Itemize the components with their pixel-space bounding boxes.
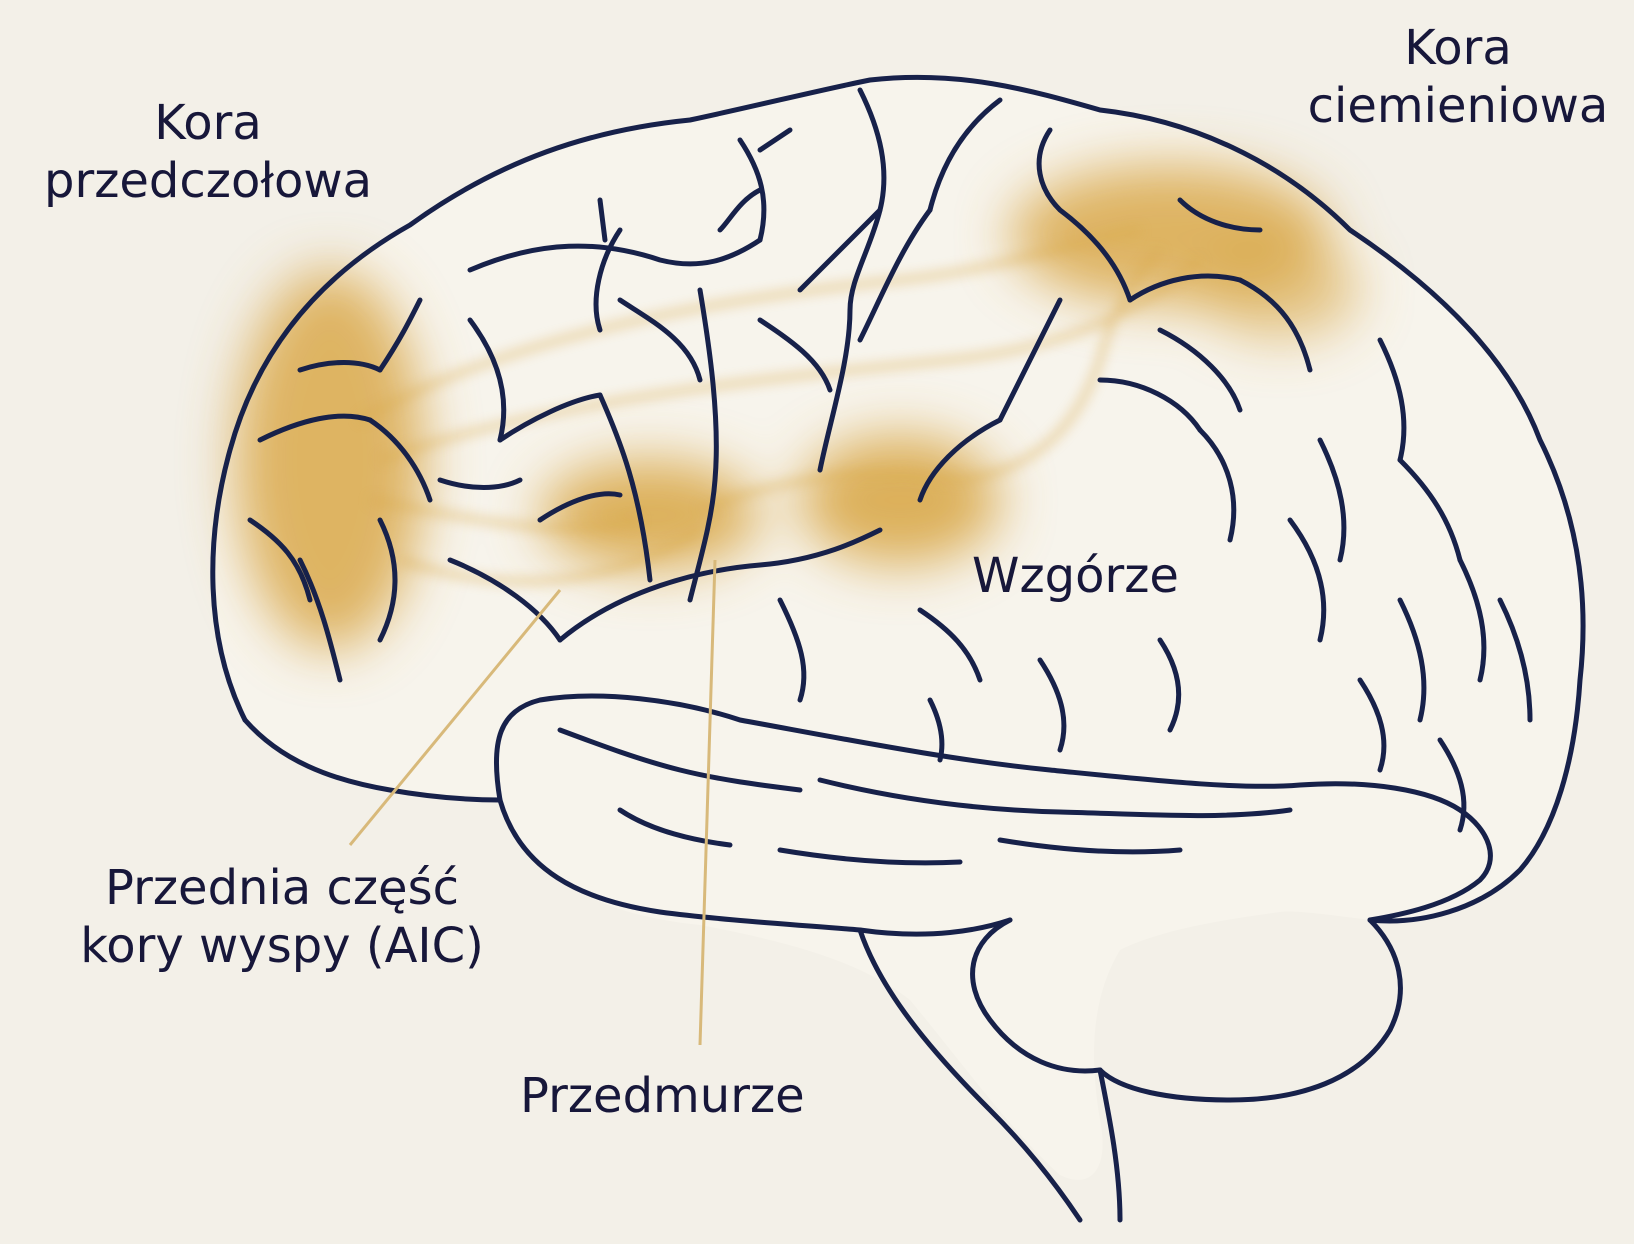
aic-label-line1: Przednia część xyxy=(42,860,522,918)
parietal-cortex-label: Kora ciemieniowa xyxy=(1282,20,1634,135)
brain-fill xyxy=(213,77,1583,1180)
claustrum-label: Przedmurze xyxy=(520,1068,880,1126)
thalamus-glow xyxy=(800,435,1000,565)
parietal-label-line1: Kora xyxy=(1282,20,1634,78)
prefrontal-label-line2: przedczołowa xyxy=(18,153,398,211)
parietal-label-line2: ciemieniowa xyxy=(1282,78,1634,136)
parietal-glow-2 xyxy=(1200,240,1360,340)
aic-label-line2: kory wyspy (AIC) xyxy=(42,918,522,976)
prefrontal-label-line1: Kora xyxy=(18,95,398,153)
prefrontal-cortex-label: Kora przedczołowa xyxy=(18,95,398,210)
anterior-insular-cortex-label: Przednia część kory wyspy (AIC) xyxy=(42,860,522,975)
thalamus-label: Wzgórze xyxy=(972,548,1232,606)
